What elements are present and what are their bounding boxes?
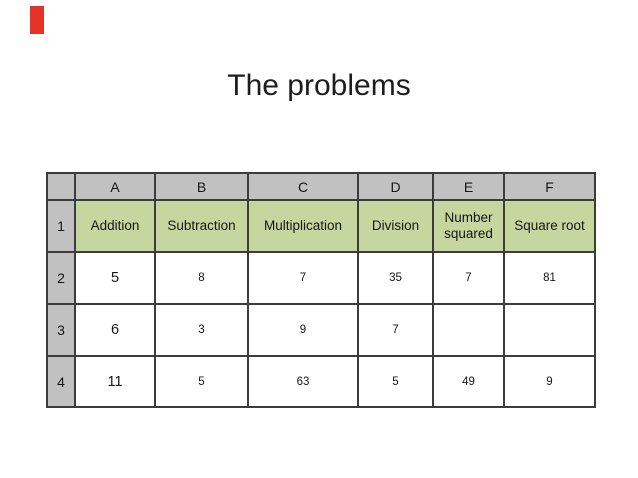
cell-b2: 8 bbox=[154, 251, 249, 305]
row-header-4: 4 bbox=[46, 355, 76, 408]
page-title: The problems bbox=[227, 69, 411, 102]
cell-a2: 5 bbox=[74, 251, 156, 305]
cell-e4: 49 bbox=[432, 355, 505, 408]
cell-e3 bbox=[432, 303, 505, 357]
cell-c1: Multiplication bbox=[247, 199, 359, 253]
cell-c4: 63 bbox=[247, 355, 359, 408]
cell-d4: 5 bbox=[357, 355, 434, 408]
cell-f1: Square root bbox=[503, 199, 596, 253]
cell-b4: 5 bbox=[154, 355, 249, 408]
column-header-d: D bbox=[357, 172, 434, 201]
column-header-e: E bbox=[432, 172, 505, 201]
spreadsheet-table: A B C D E F 1 Addition Subtraction Multi… bbox=[46, 172, 596, 408]
cell-a3: 6 bbox=[74, 303, 156, 357]
cell-e2: 7 bbox=[432, 251, 505, 305]
table-row: 4 11 5 63 5 49 9 bbox=[46, 355, 596, 408]
row-header-1: 1 bbox=[46, 199, 76, 253]
cell-a1: Addition bbox=[74, 199, 156, 253]
cell-b1: Subtraction bbox=[154, 199, 249, 253]
table-row: 3 6 3 9 7 bbox=[46, 303, 596, 357]
cell-f2: 81 bbox=[503, 251, 596, 305]
cell-c2: 7 bbox=[247, 251, 359, 305]
cell-e1: Number squared bbox=[432, 199, 505, 253]
cell-b3: 3 bbox=[154, 303, 249, 357]
cell-a4: 11 bbox=[74, 355, 156, 408]
red-marker bbox=[30, 6, 44, 34]
corner-cell bbox=[46, 172, 76, 201]
column-header-f: F bbox=[503, 172, 596, 201]
cell-f3 bbox=[503, 303, 596, 357]
cell-d2: 35 bbox=[357, 251, 434, 305]
cell-d3: 7 bbox=[357, 303, 434, 357]
cell-f4: 9 bbox=[503, 355, 596, 408]
column-header-row: A B C D E F bbox=[46, 172, 596, 201]
row-header-3: 3 bbox=[46, 303, 76, 357]
cell-d1: Division bbox=[357, 199, 434, 253]
column-header-a: A bbox=[74, 172, 156, 201]
table-row: 2 5 8 7 35 7 81 bbox=[46, 251, 596, 305]
cell-c3: 9 bbox=[247, 303, 359, 357]
column-header-c: C bbox=[247, 172, 359, 201]
table-row: 1 Addition Subtraction Multiplication Di… bbox=[46, 199, 596, 253]
column-header-b: B bbox=[154, 172, 249, 201]
row-header-2: 2 bbox=[46, 251, 76, 305]
